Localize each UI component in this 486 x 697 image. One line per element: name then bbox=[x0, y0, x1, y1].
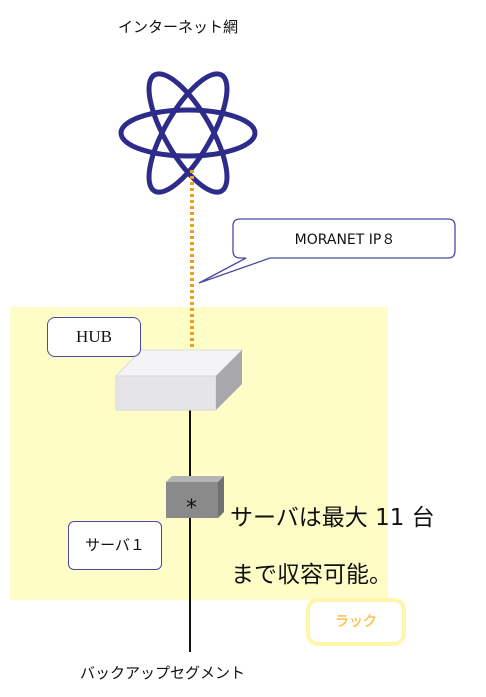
server-marker: * bbox=[186, 496, 197, 521]
internet-label: インターネット網 bbox=[118, 18, 239, 36]
hub-label-box: HUB bbox=[47, 317, 141, 357]
callout-text: MORANET IP８ bbox=[294, 232, 396, 248]
capacity-note-line2: まで収容可能。 bbox=[231, 562, 392, 588]
callout-bubble bbox=[198, 218, 456, 284]
capacity-note-line1: サーバは最大 11 台 bbox=[230, 505, 435, 531]
server-device bbox=[166, 476, 224, 518]
backup-segment-label: バックアップセグメント bbox=[80, 664, 246, 682]
hub-device bbox=[114, 349, 244, 411]
rack-label: ラック bbox=[306, 598, 406, 646]
internet-atom-icon bbox=[118, 71, 258, 195]
server-label-box: サーバ１ bbox=[68, 521, 162, 570]
